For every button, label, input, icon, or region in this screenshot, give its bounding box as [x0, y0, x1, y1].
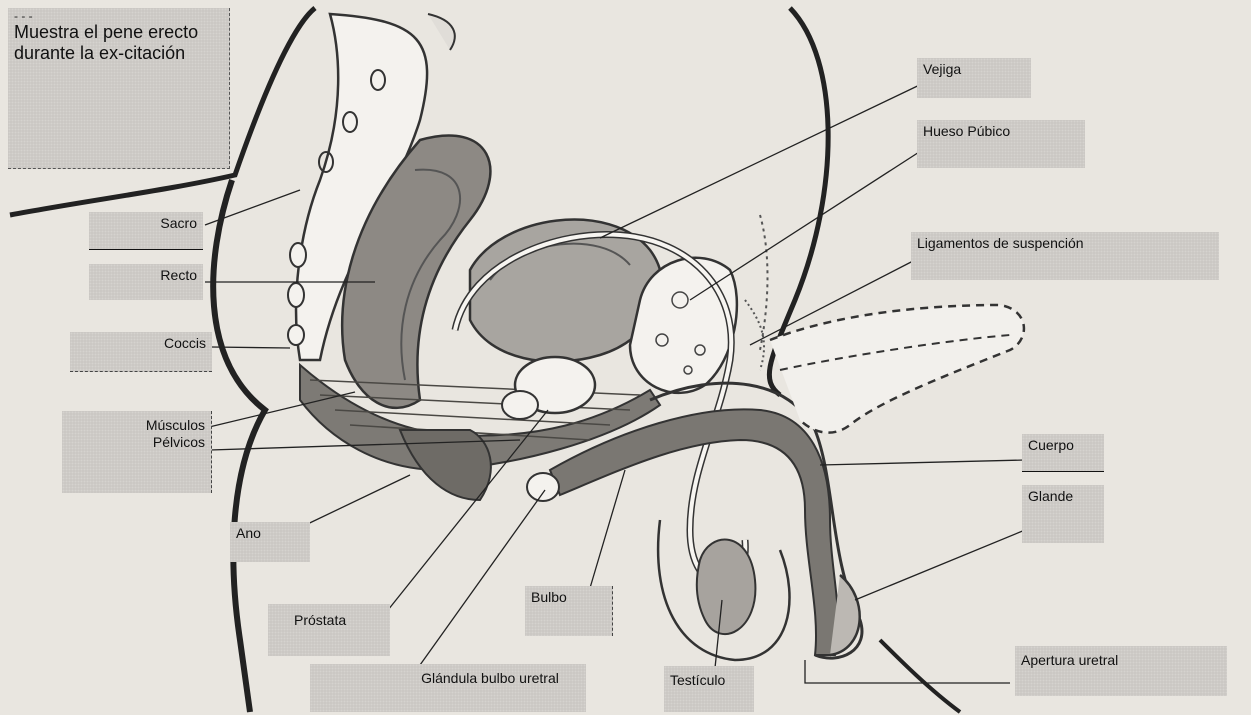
label-apertura-uretral: Apertura uretral: [1015, 646, 1227, 696]
label-ligamentos-suspencion: Ligamentos de suspención: [911, 232, 1219, 280]
label-musculos-line1: Músculos: [68, 417, 205, 434]
note-text: Muestra el pene erecto durante la ex-cit…: [14, 22, 223, 64]
label-testiculo: Testículo: [664, 666, 754, 712]
caption-note: - - - Muestra el pene erecto durante la …: [8, 8, 230, 169]
label-recto: Recto: [89, 264, 203, 300]
label-glande: Glande: [1022, 485, 1104, 543]
label-ano: Ano: [230, 522, 310, 562]
label-sacro: Sacro: [89, 212, 203, 250]
testicle: [697, 540, 756, 635]
label-hueso-pubico: Hueso Púbico: [917, 120, 1085, 168]
label-coccis: Coccis: [70, 332, 212, 372]
note-marker: - - -: [14, 10, 223, 22]
label-glandula-bulbo-uretral: Glándula bulbo uretral: [310, 664, 586, 712]
label-musculos-pelvicos: Músculos Pélvicos: [62, 411, 212, 493]
label-vejiga: Vejiga: [917, 58, 1031, 98]
label-prostata: Próstata: [268, 604, 390, 656]
label-cuerpo: Cuerpo: [1022, 434, 1104, 472]
label-bulbo: Bulbo: [525, 586, 613, 636]
label-musculos-line2: Pélvicos: [68, 434, 205, 451]
